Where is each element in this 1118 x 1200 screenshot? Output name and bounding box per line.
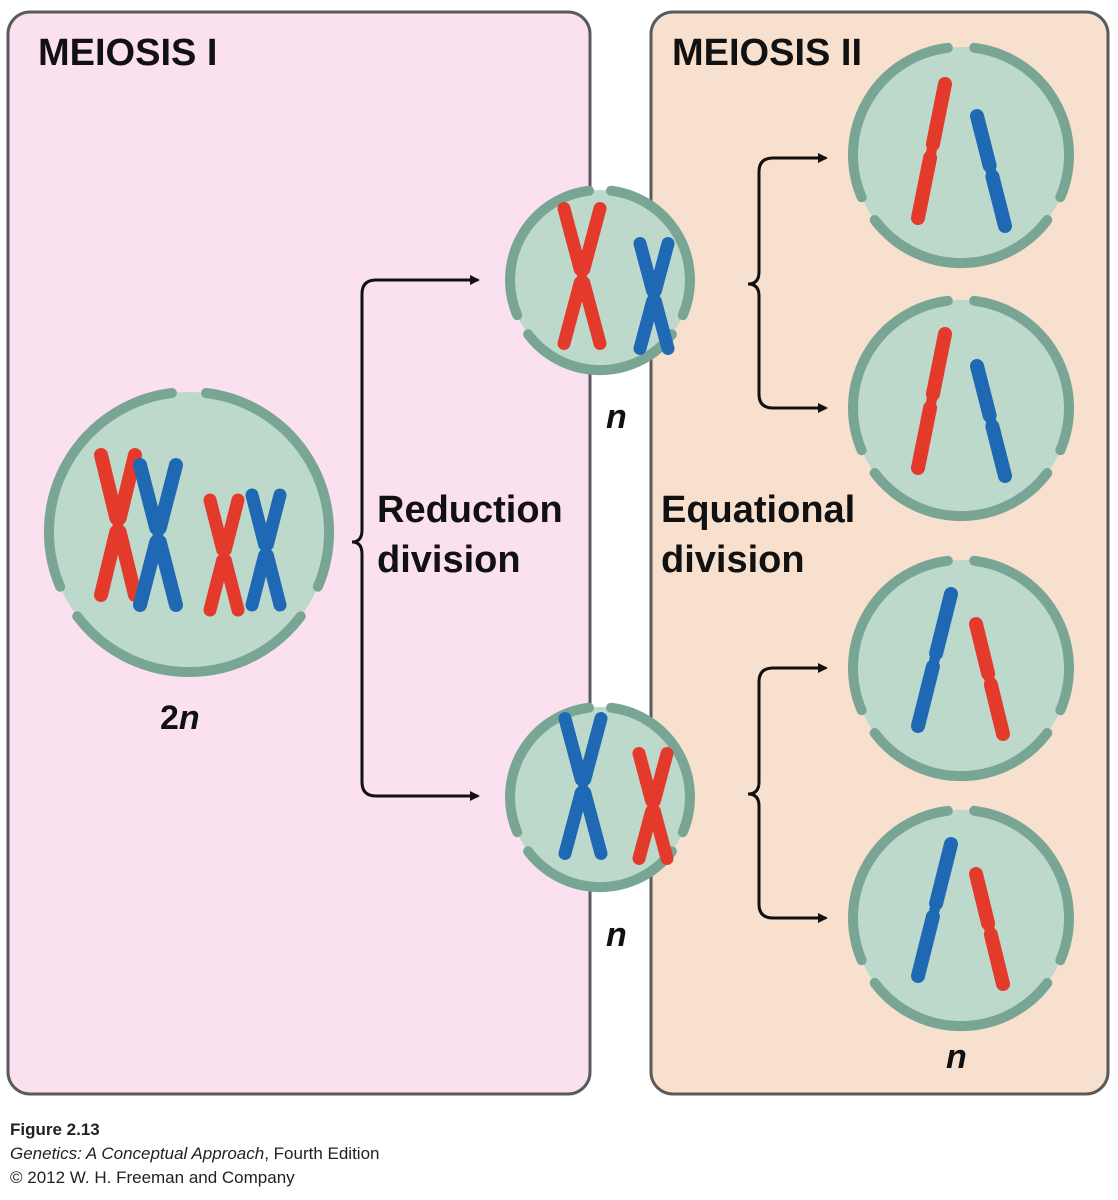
- cell-membrane-segment: [969, 295, 1074, 456]
- chromatid-cell4-red: [969, 867, 1010, 991]
- book-citation: Genetics: A Conceptual Approach, Fourth …: [10, 1142, 379, 1166]
- daughter-cell-2: [848, 295, 1074, 522]
- cell-membrane-segment: [606, 185, 695, 321]
- figure-caption: Figure 2.13 Genetics: A Conceptual Appro…: [10, 1118, 379, 1190]
- reduction-division-label-line1: Reduction: [377, 489, 563, 531]
- cell-membrane-segment: [523, 846, 677, 893]
- meiosis-1-title: MEIOSIS I: [38, 32, 217, 74]
- chromosome-red-small: [203, 493, 245, 617]
- chromosome-blue-small: [245, 488, 287, 612]
- chromosomes-layer: [94, 77, 1012, 991]
- cell-membrane-segment: [848, 42, 953, 203]
- chromosome-blue-top: [633, 237, 675, 355]
- reduction-division-label-line2: division: [377, 539, 521, 581]
- chromatid-cell1-red: [911, 77, 952, 225]
- cell-membrane-segment: [43, 388, 177, 592]
- daughter-cell-4: [848, 805, 1074, 1032]
- haploid-label-bottom: n: [606, 916, 627, 954]
- chromosome-red-large: [94, 448, 142, 602]
- chromatid-cell3-red: [969, 617, 1010, 741]
- cell-membrane-segment: [523, 329, 677, 376]
- chromatid-cell1-blue: [970, 109, 1012, 233]
- chromatid-cell3-blue: [911, 587, 958, 733]
- equational-bracket-bottom: [747, 663, 828, 923]
- cell-membrane-segment: [869, 468, 1053, 522]
- book-title: Genetics: A Conceptual Approach: [10, 1144, 265, 1163]
- cell-membrane-segment: [848, 295, 953, 456]
- haploid-label-top: n: [606, 398, 627, 436]
- cells-layer: [43, 42, 1074, 1032]
- equational-bracket-top: [747, 153, 828, 413]
- equational-division-label-line2: division: [661, 539, 805, 581]
- haploid-label-final: n: [946, 1038, 967, 1076]
- cell-membrane-segment: [606, 702, 695, 838]
- cell-membrane-segment: [869, 728, 1053, 782]
- chromosome-red-bottom: [632, 747, 674, 865]
- cell-membrane-segment: [848, 555, 953, 716]
- chromatid-cell4-blue: [911, 837, 958, 983]
- figure-number: Figure 2.13: [10, 1120, 100, 1139]
- cell-membrane-segment: [969, 805, 1074, 966]
- chromatid-cell2-blue: [970, 359, 1012, 483]
- chromatid-cell2-red: [911, 327, 952, 475]
- book-edition: , Fourth Edition: [264, 1144, 380, 1163]
- cell-membrane-segment: [869, 978, 1053, 1032]
- chromosome-red-top: [557, 202, 607, 350]
- chromosome-blue-bottom: [558, 712, 608, 860]
- cell-membrane-segment: [969, 555, 1074, 716]
- daughter-cell-3: [848, 555, 1074, 782]
- cell-membrane-segment: [969, 42, 1074, 203]
- cell-membrane-segment: [848, 805, 953, 966]
- diploid-label: 2n: [160, 699, 200, 737]
- daughter-cell-1: [848, 42, 1074, 269]
- diploid-number: 2: [160, 699, 179, 737]
- meiosis-2-title: MEIOSIS II: [672, 32, 862, 74]
- equational-division-label-line1: Equational: [661, 489, 855, 531]
- chromosome-blue-large: [133, 458, 183, 612]
- cell-membrane-segment: [505, 185, 594, 321]
- reduction-bracket: [351, 275, 480, 801]
- cell-membrane-segment: [201, 388, 335, 592]
- diploid-cell: [43, 388, 335, 677]
- diploid-n: n: [179, 699, 200, 737]
- cell-membrane-segment: [72, 611, 306, 677]
- copyright: © 2012 W. H. Freeman and Company: [10, 1168, 295, 1187]
- cell-membrane-segment: [869, 215, 1053, 269]
